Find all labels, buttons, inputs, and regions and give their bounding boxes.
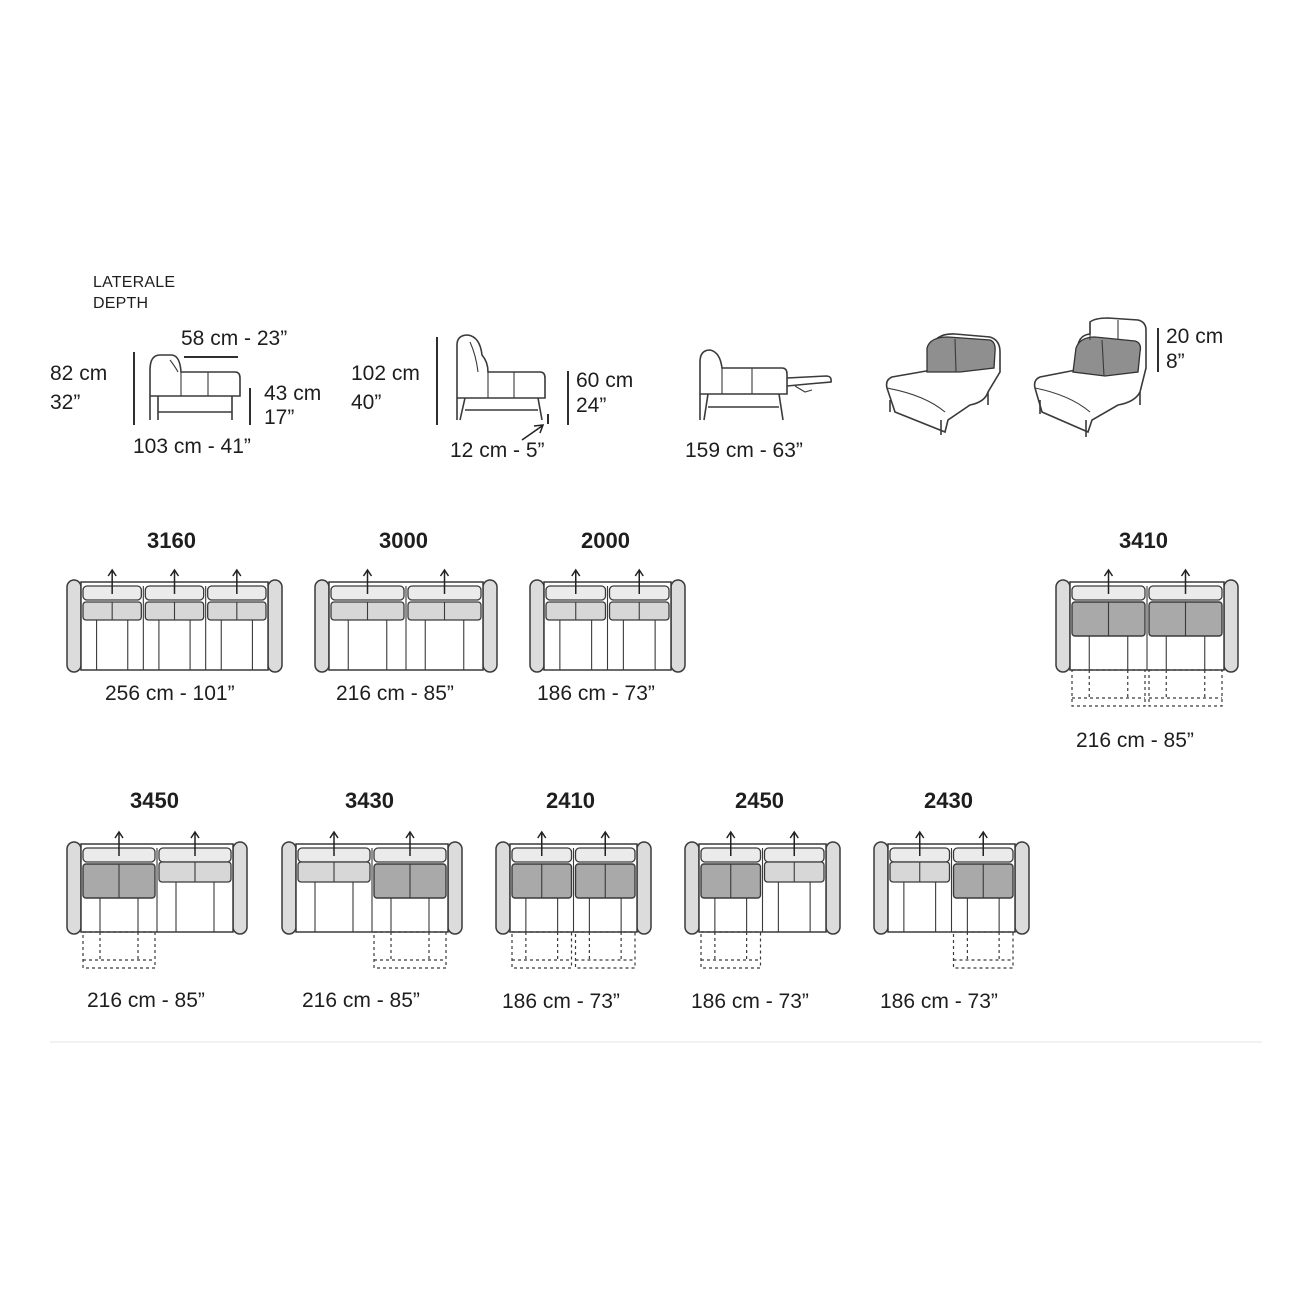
- arrow-head: [1103, 568, 1114, 577]
- config-dimension: 186 cm - 73”: [880, 990, 998, 1013]
- config-code: 3410: [1119, 528, 1168, 553]
- armless-module-perspective: [885, 333, 1001, 435]
- armrest-left: [529, 579, 545, 673]
- config-dimension: 216 cm - 85”: [302, 989, 420, 1012]
- arrow-head: [362, 568, 373, 577]
- arrow-head: [190, 830, 200, 839]
- plan-view-3410: [1055, 568, 1239, 707]
- arrow-head: [405, 830, 415, 839]
- footrest-extended: [373, 931, 447, 969]
- view1-height-in: 32”: [50, 391, 81, 414]
- config-dimension: 216 cm - 85”: [336, 682, 454, 705]
- config-dimension: 186 cm - 73”: [502, 990, 620, 1013]
- arrow-head: [915, 830, 925, 839]
- footrest-extended: [1148, 669, 1223, 707]
- arrow-head: [978, 830, 988, 839]
- armrest-left: [314, 579, 330, 673]
- arrow-head: [232, 568, 242, 577]
- armrest-left: [66, 579, 82, 673]
- headrest-module-perspective: [1033, 317, 1159, 437]
- plan-view-2450: [684, 830, 841, 969]
- view1-seat-cm: 43 cm: [264, 382, 322, 405]
- view2-leg: 12 cm - 5”: [450, 439, 545, 462]
- config-dimension: 256 cm - 101”: [105, 682, 235, 705]
- arrow-head: [726, 830, 736, 839]
- footrest-extended: [574, 931, 636, 969]
- armrest-left: [281, 841, 297, 935]
- armrest-left: [684, 841, 700, 935]
- arrow-head: [439, 568, 450, 577]
- config-dimension: 216 cm - 85”: [1076, 729, 1194, 752]
- view1-top-width: 58 cm - 23”: [181, 327, 288, 350]
- arrow-head: [1180, 568, 1191, 577]
- view2-height-cm: 102 cm: [351, 362, 420, 385]
- view3-depth: 159 cm - 63”: [685, 439, 803, 462]
- config-code: 2430: [924, 788, 973, 813]
- armrest-right: [232, 841, 248, 935]
- armrest-right: [447, 841, 463, 935]
- config-code: 2410: [546, 788, 595, 813]
- armrest-left: [495, 841, 511, 935]
- side-view-recliner-drawing: [436, 334, 569, 441]
- footrest-extended: [952, 931, 1014, 969]
- plan-view-3000: [314, 568, 498, 673]
- config-code: 2000: [581, 528, 630, 553]
- arrow-head: [600, 830, 610, 839]
- footrest-extended: [511, 931, 573, 969]
- config-code: 3160: [147, 528, 196, 553]
- arrow-head: [634, 568, 644, 577]
- view2-seat-in: 24”: [576, 394, 607, 417]
- arrow-head: [107, 568, 117, 577]
- armrest-left: [1055, 579, 1071, 673]
- config-code: 3000: [379, 528, 428, 553]
- config-dimension: 186 cm - 73”: [537, 682, 655, 705]
- headrest-cm: 20 cm: [1166, 325, 1224, 348]
- view1-seat-in: 17”: [264, 406, 295, 429]
- armrest-right: [825, 841, 841, 935]
- arrow-head: [329, 830, 339, 839]
- plan-views: [66, 568, 1239, 969]
- side-view-standard-drawing: [133, 352, 251, 425]
- arrow-head: [537, 830, 547, 839]
- footrest-extended: [700, 931, 762, 969]
- arrow-head: [114, 830, 124, 839]
- plan-view-3450: [66, 830, 248, 969]
- armrest-right: [636, 841, 652, 935]
- config-dimension: 186 cm - 73”: [691, 990, 809, 1013]
- armrest-left: [66, 841, 82, 935]
- config-code: 3450: [130, 788, 179, 813]
- armrest-left: [873, 841, 889, 935]
- view1-height-cm: 82 cm: [50, 362, 108, 385]
- plan-view-2000: [529, 568, 686, 673]
- header-depth: DEPTH: [93, 295, 149, 312]
- view2-height-in: 40”: [351, 391, 382, 414]
- plan-view-2410: [495, 830, 652, 969]
- plan-view-2430: [873, 830, 1030, 969]
- armrest-right: [1014, 841, 1030, 935]
- config-code: 2450: [735, 788, 784, 813]
- header-laterale: LATERALE: [93, 274, 176, 291]
- view1-depth: 103 cm - 41”: [133, 435, 251, 458]
- armrest-right: [1223, 579, 1239, 673]
- armrest-right: [482, 579, 498, 673]
- footrest-extended: [82, 931, 156, 969]
- arrow-head: [169, 568, 180, 577]
- view2-seat-cm: 60 cm: [576, 369, 634, 392]
- armrest-right: [267, 579, 283, 673]
- headrest-in: 8”: [1166, 350, 1185, 373]
- plan-view-3160: [66, 568, 283, 673]
- config-dimension: 216 cm - 85”: [87, 989, 205, 1012]
- config-code: 3430: [345, 788, 394, 813]
- plan-view-3430: [281, 830, 463, 969]
- side-view-reclined-drawing: [699, 349, 832, 421]
- armrest-right: [670, 579, 686, 673]
- arrow-head: [571, 568, 581, 577]
- footrest-extended: [1071, 669, 1146, 707]
- arrow-head: [789, 830, 799, 839]
